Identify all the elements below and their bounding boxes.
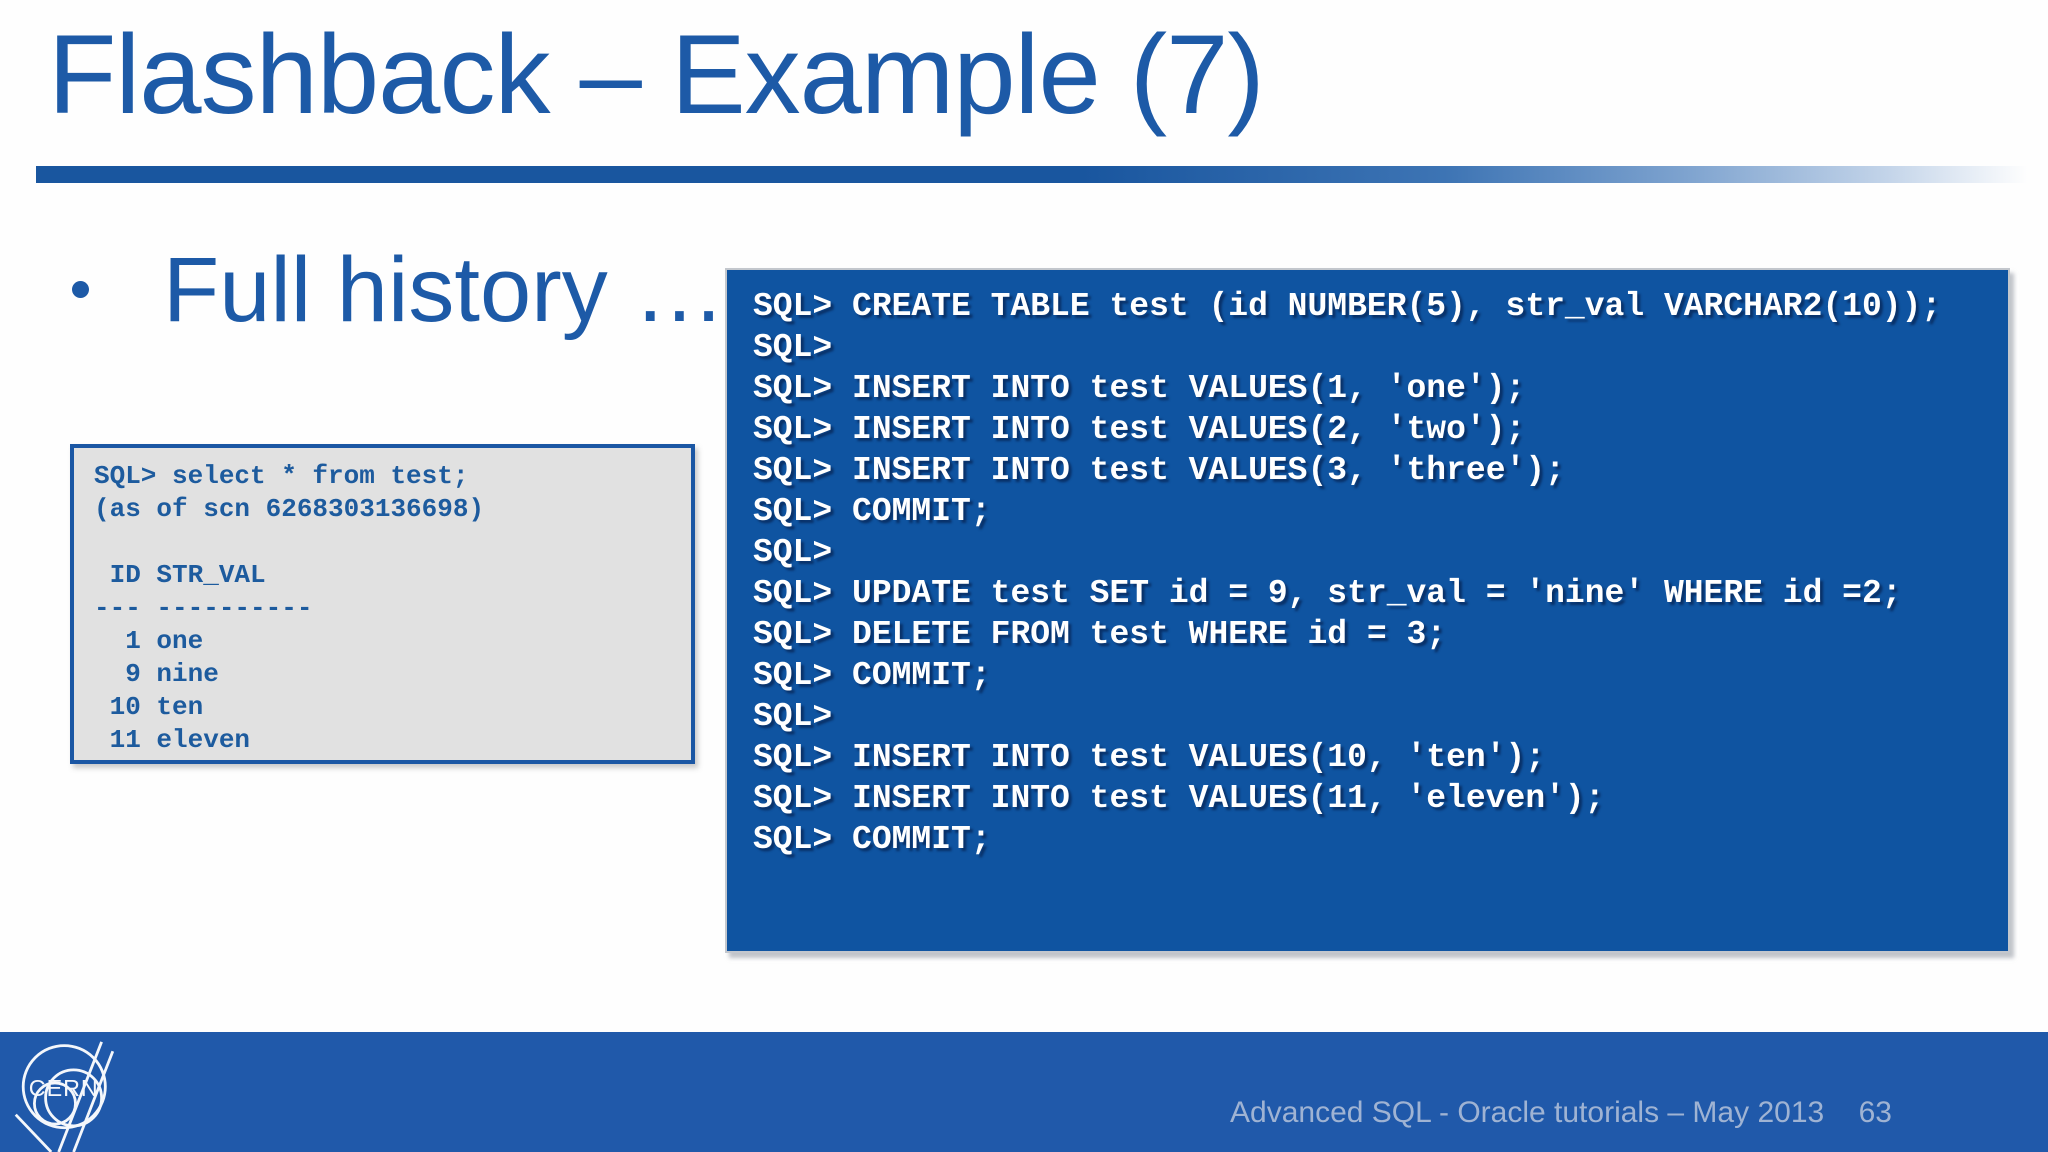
title-underline-rule	[36, 166, 2048, 183]
bullet-dot	[72, 281, 89, 298]
sql-terminal-text: SQL> CREATE TABLE test (id NUMBER(5), st…	[753, 288, 1942, 858]
sql-terminal-box: SQL> CREATE TABLE test (id NUMBER(5), st…	[725, 268, 2010, 953]
query-result-text: SQL> select * from test; (as of scn 6268…	[94, 461, 485, 755]
query-result-box: SQL> select * from test; (as of scn 6268…	[70, 444, 695, 764]
page-number: 63	[1858, 1096, 1892, 1129]
bullet-text: Full history …	[163, 239, 726, 341]
footer-title: Advanced SQL - Oracle tutorials – May 20…	[1230, 1096, 1825, 1129]
cern-logo-text: CERN	[29, 1075, 99, 1101]
footer-bar: CERN Advanced SQL - Oracle tutorials – M…	[0, 1032, 2048, 1152]
cern-logo: CERN	[12, 1040, 124, 1152]
page-title: Flashback – Example (7)	[48, 12, 1265, 137]
